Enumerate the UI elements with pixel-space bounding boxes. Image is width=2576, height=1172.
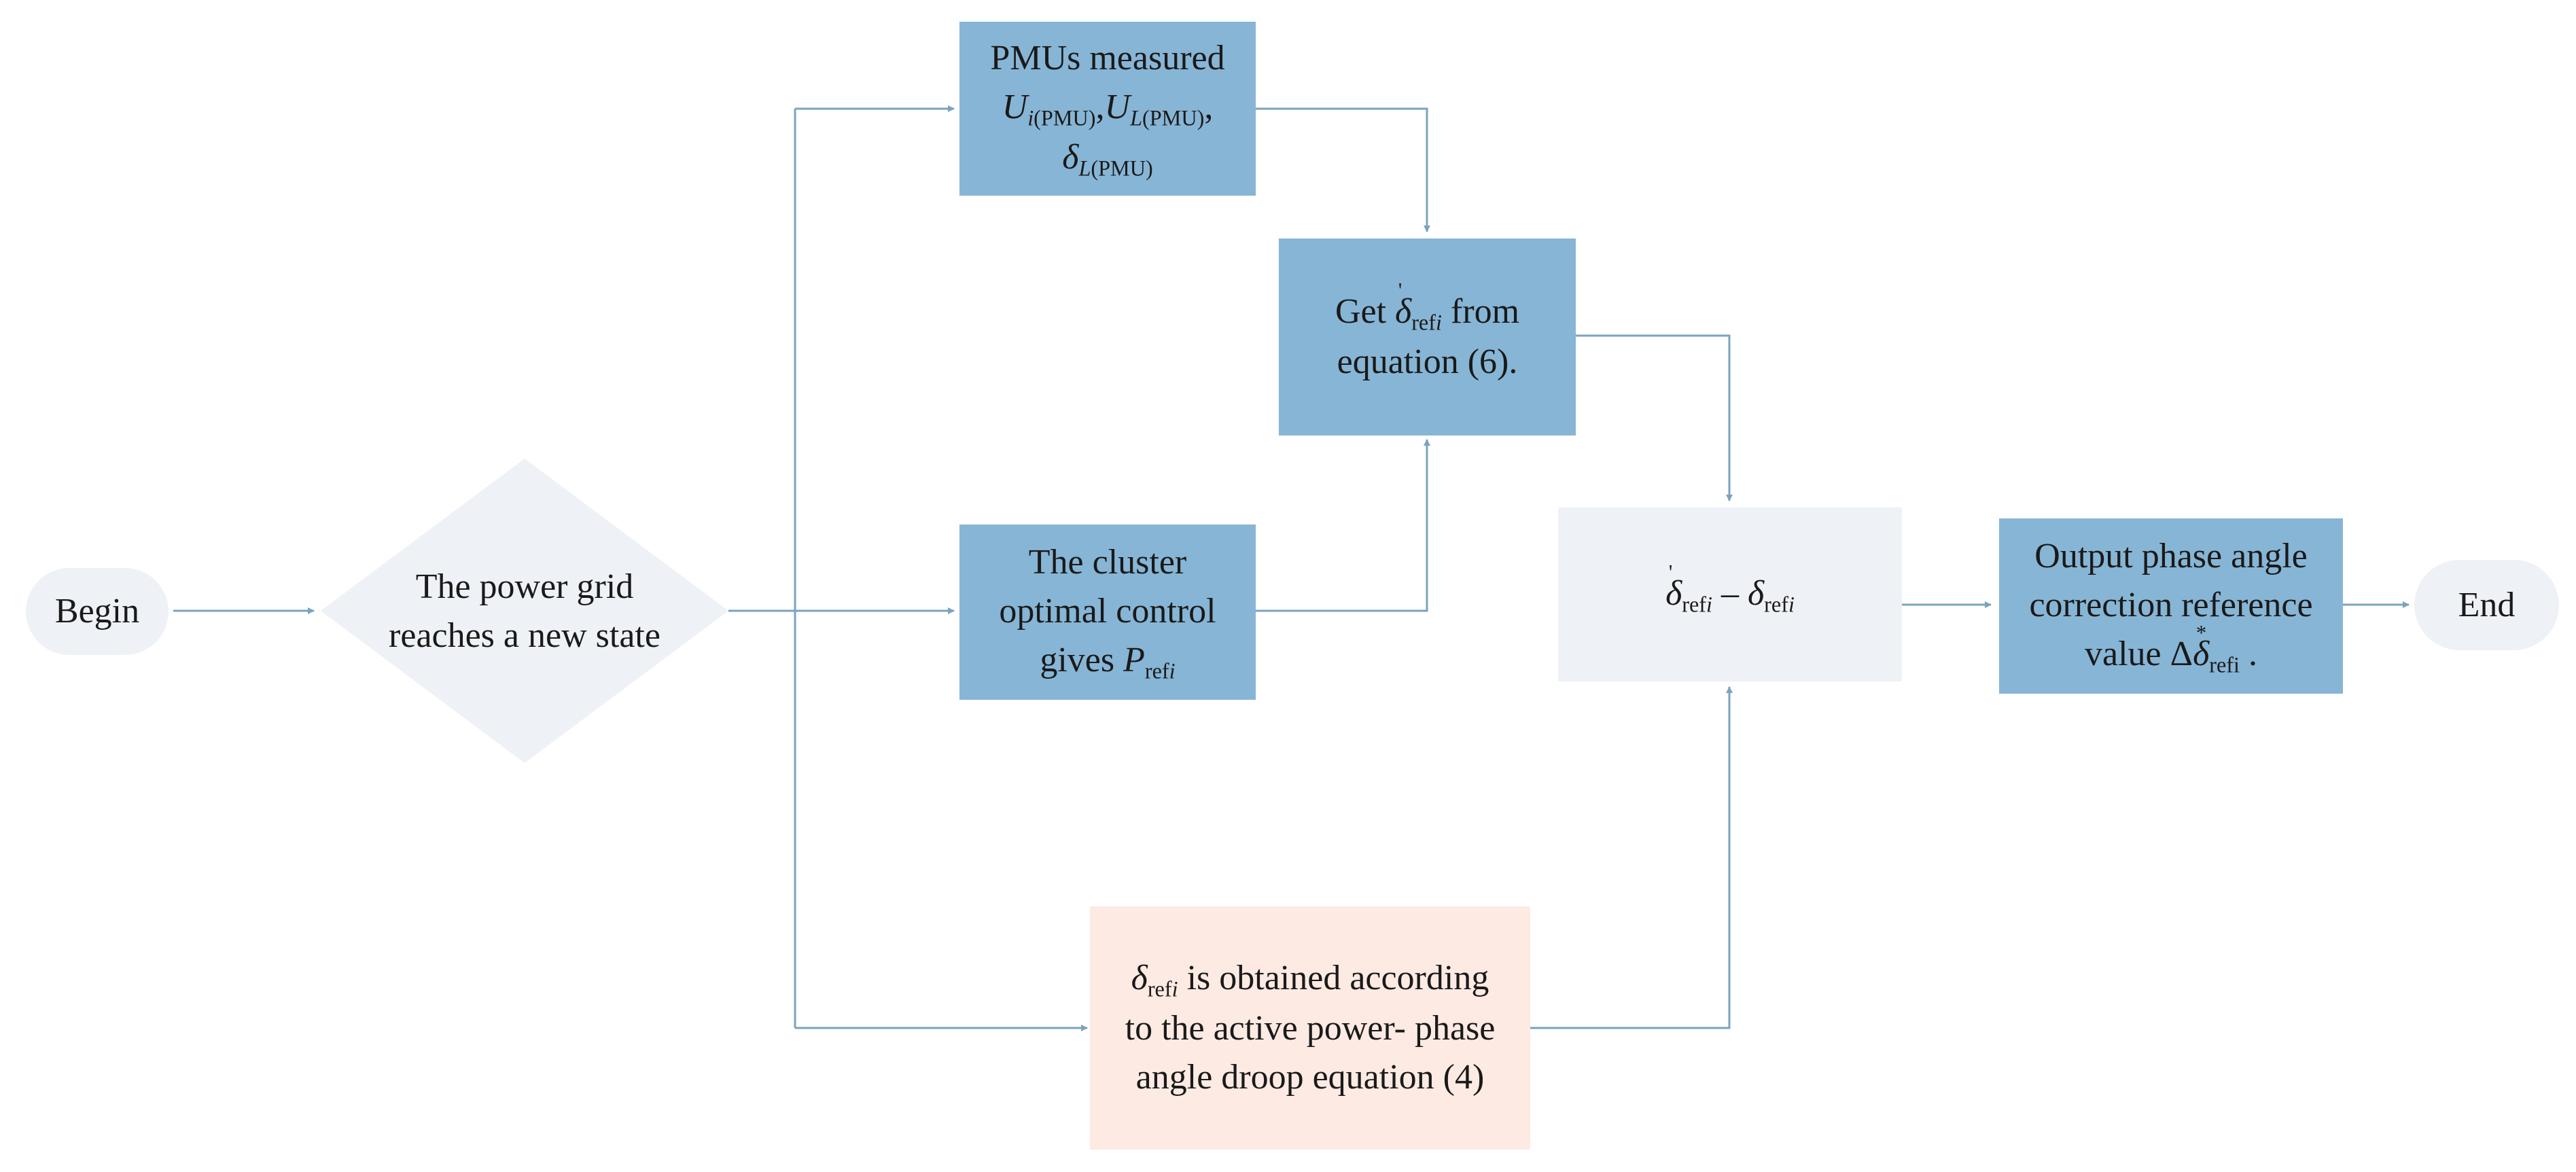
droop-box: δrefi is obtained according to the activ…	[1090, 906, 1530, 1150]
cluster-line-1: The cluster	[1028, 543, 1187, 582]
output-sub: refi	[2209, 652, 2240, 677]
decision-node: The power grid reaches a new state	[355, 550, 694, 673]
arrow-get-to-diff	[1576, 334, 1733, 501]
pmu-measure-box: PMUs measured Ui(PMU),UL(PMU), δL(PMU)	[959, 22, 1256, 196]
decision-diamond	[321, 459, 728, 763]
cluster-gives: gives	[1040, 640, 1124, 679]
output-Delta: Δ	[2170, 634, 2193, 673]
output-delta: δ	[2193, 634, 2210, 673]
pmu-u-i-sub-var: i	[1027, 105, 1034, 130]
get-suffix: from	[1441, 292, 1520, 332]
droop-line-3: angle droop equation (4)	[1135, 1057, 1485, 1097]
get-delta-line-2: equation (6).	[1337, 342, 1518, 382]
diff-sub-2-var: i	[1788, 592, 1795, 617]
pmu-delta-sub: (PMU)	[1091, 156, 1153, 181]
get-delta-line-1: Get δ' refi from	[1335, 279, 1520, 338]
droop-suffix: is obtained according	[1178, 959, 1489, 998]
pmu-line-1: PMUs measured	[990, 39, 1225, 78]
pmu-trail: ,	[1204, 88, 1214, 127]
decision-line-1: The power grid	[415, 567, 634, 607]
droop-delta: δ	[1131, 959, 1148, 998]
diff-delta-2: δ	[1748, 574, 1765, 614]
output-line-3: value Δδ*refi .	[2029, 621, 2312, 680]
arrow-pmu-to-get	[1256, 107, 1430, 232]
pmu-u-i: U	[1002, 88, 1028, 127]
diff-delta-1: δ	[1665, 574, 1682, 614]
difference-box: δ'refi – δrefi	[1558, 508, 1902, 681]
diff-prime: '	[1668, 560, 1673, 584]
diff-sub-1-var: i	[1706, 592, 1712, 617]
droop-line-1: δrefi is obtained according	[1125, 954, 1496, 1004]
output-box: Output phase angle correction reference …	[1999, 518, 2343, 694]
get-delta-box: Get δ' refi from equation (6).	[1279, 238, 1576, 436]
droop-sub-var: i	[1171, 976, 1178, 1001]
end-node: End	[2414, 560, 2559, 650]
begin-label: Begin	[54, 592, 140, 631]
get-delta-symbol: δ	[1395, 292, 1412, 332]
pmu-sep: ,	[1095, 88, 1105, 127]
droop-line-2: to the active power- phase	[1125, 1009, 1496, 1048]
diff-sub-1: ref	[1682, 592, 1707, 617]
get-delta-prime: '	[1398, 279, 1402, 303]
cluster-control-box: The cluster optimal control gives Prefi	[959, 525, 1256, 700]
pmu-line-2: Ui(PMU),UL(PMU),	[990, 83, 1224, 133]
cluster-line-2: optimal control	[999, 592, 1216, 631]
output-line-2: correction reference	[2029, 586, 2313, 625]
pmu-delta-sub-var: L	[1078, 156, 1091, 181]
arrow-droop-to-diff	[1530, 686, 1733, 1029]
difference-expression: δ'refi – δrefi	[1665, 561, 1795, 620]
arrow-cluster-to-get	[1256, 439, 1430, 612]
decision-line-2: reaches a new state	[389, 616, 660, 655]
pmu-u-l-sub: (PMU)	[1142, 105, 1205, 130]
get-prefix: Get	[1335, 292, 1396, 332]
output-line-1: Output phase angle	[2034, 537, 2308, 576]
get-delta-sub: ref	[1411, 310, 1436, 335]
droop-sub: ref	[1147, 976, 1172, 1001]
cluster-p-sub-var: i	[1169, 658, 1176, 683]
output-value: value	[2085, 634, 2170, 673]
diff-minus: –	[1712, 574, 1748, 614]
pmu-delta: δ	[1062, 137, 1079, 177]
output-period: .	[2239, 634, 2257, 673]
output-star: *	[2195, 620, 2207, 645]
pmu-line-3: δL(PMU)	[990, 133, 1224, 183]
cluster-p: P	[1123, 640, 1145, 679]
pmu-u-l-sub-var: L	[1130, 105, 1143, 130]
pmu-u-i-sub: (PMU)	[1034, 105, 1096, 130]
pmu-u-l: U	[1104, 88, 1131, 127]
begin-node: Begin	[26, 568, 169, 655]
get-delta-sub-var: i	[1435, 310, 1442, 335]
cluster-p-sub: ref	[1144, 658, 1169, 683]
end-label: End	[2458, 585, 2516, 624]
diff-sub-2: ref	[1764, 592, 1788, 617]
cluster-line-3: gives Prefi	[999, 636, 1216, 686]
